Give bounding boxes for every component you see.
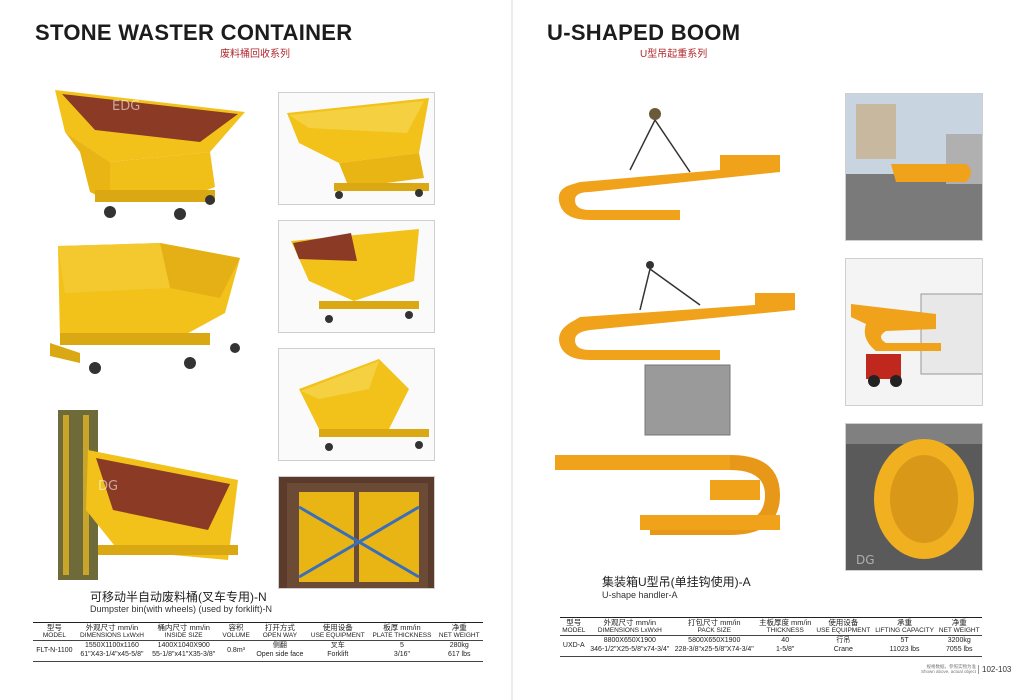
- left-caption-cn: 可移动半自动废料桶(叉车专用)-N: [90, 590, 267, 604]
- dumpster-forklift-photo: DG: [58, 410, 250, 580]
- left-cell-volume: 0.8m³: [219, 640, 253, 662]
- right-caption-cn: 集装箱U型吊(单挂钩使用)-A: [602, 575, 751, 589]
- right-page: U-SHAPED BOOM U型吊起重系列: [512, 0, 1024, 700]
- u-boom-photo-3: [550, 445, 800, 555]
- left-subtitle: 废料桶回收系列: [220, 49, 290, 60]
- page-number: 102-103: [978, 665, 1011, 674]
- left-title: STONE WASTER CONTAINER: [35, 20, 353, 45]
- dumpster-thumb-1: [278, 92, 435, 205]
- u-boom-truck-photo-2: [845, 258, 983, 406]
- left-cell-model: FLT-N-1100: [33, 640, 76, 662]
- u-boom-truck-photo-1: [845, 93, 983, 241]
- u-boom-in-container-photo: DG: [845, 423, 983, 571]
- right-subtitle: U型吊起重系列: [640, 49, 708, 60]
- dumpster-photo-1: EDG: [50, 82, 250, 232]
- right-title: U-SHAPED BOOM: [547, 20, 741, 45]
- u-boom-photo-1: [550, 100, 800, 235]
- svg-text:DG: DG: [98, 479, 118, 494]
- left-caption-en: Dumpster bin(with wheels) (used by forkl…: [90, 604, 273, 614]
- dumpster-thumb-3: [278, 348, 435, 461]
- page-spine: [511, 0, 513, 700]
- right-caption-en: U-shape handler-A: [602, 590, 678, 600]
- dumpster-thumb-2: [278, 220, 435, 333]
- left-page: STONE WASTER CONTAINER 废料桶回收系列 EDG: [33, 20, 483, 662]
- svg-text:DG: DG: [856, 553, 875, 567]
- right-cell-model: UXD-A: [560, 635, 588, 657]
- container-loaded-photo: [278, 476, 435, 589]
- footer-note: 规格数据，参照实物为准 Shown above, actual object: [920, 664, 976, 674]
- u-boom-photo-2: [550, 255, 800, 445]
- edg-watermark: EDG: [112, 99, 140, 114]
- dumpster-photo-2: [50, 238, 250, 383]
